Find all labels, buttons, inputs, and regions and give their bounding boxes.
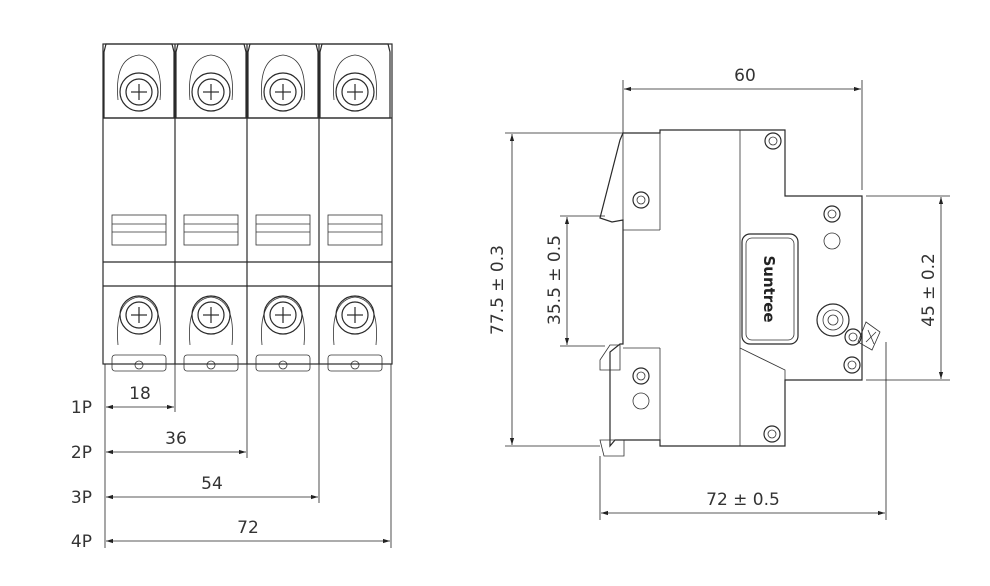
pole-label-1p: 1P [71, 398, 92, 418]
front-view: 18 36 54 72 1P 2P 3P 4P [71, 44, 393, 552]
dimension-bottom-width: 72 ± 0.5 [706, 490, 780, 510]
dimension-rail-height: 35.5 ± 0.5 [545, 235, 565, 325]
pole-label-4p: 4P [71, 532, 92, 552]
pole-label-2p: 2P [71, 443, 92, 463]
mounting-holes [632, 132, 862, 443]
dimension-height: 77.5 ± 0.3 [488, 245, 508, 335]
pole-2 [176, 44, 246, 371]
side-view: Suntree 60 77.5 ± 0.3 35.5 ± 0.5 45 ± 0.… [488, 66, 950, 520]
brand-plate [741, 233, 799, 345]
pole-label-3p: 3P [71, 488, 92, 508]
adjustment-knob [816, 303, 881, 351]
dimension-top-width: 60 [734, 66, 756, 86]
brand-logo: Suntree [760, 255, 778, 322]
dimension-right-height: 45 ± 0.2 [919, 253, 939, 327]
width-label-3p: 54 [201, 474, 223, 494]
width-label-1p: 18 [129, 384, 151, 404]
pole-4 [320, 44, 390, 371]
side-outline [599, 129, 863, 448]
width-label-2p: 36 [165, 429, 187, 449]
width-label-4p: 72 [237, 518, 259, 538]
pole-3 [248, 44, 318, 371]
pole-1 [104, 44, 174, 371]
